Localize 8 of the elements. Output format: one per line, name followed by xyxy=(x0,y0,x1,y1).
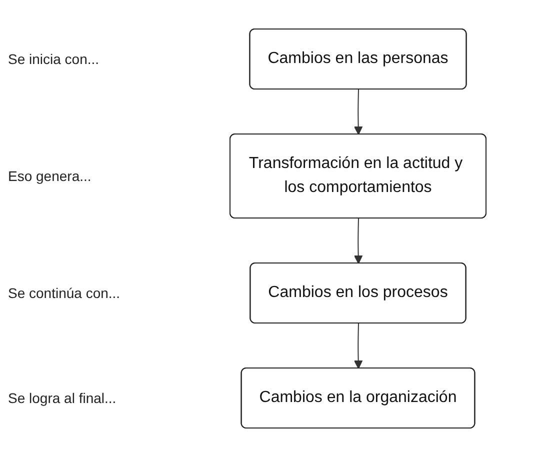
arrow xyxy=(354,89,363,135)
arrow xyxy=(354,323,363,369)
stage-label: Se continúa con... xyxy=(8,285,120,301)
stage-label: Se logra al final... xyxy=(8,390,116,406)
node-text: Transformación en la actitud y los comportamientos xyxy=(248,155,463,196)
stage-label: Eso genera... xyxy=(8,168,92,184)
stage-label: Se inicia con... xyxy=(8,51,100,67)
arrow xyxy=(354,218,363,264)
